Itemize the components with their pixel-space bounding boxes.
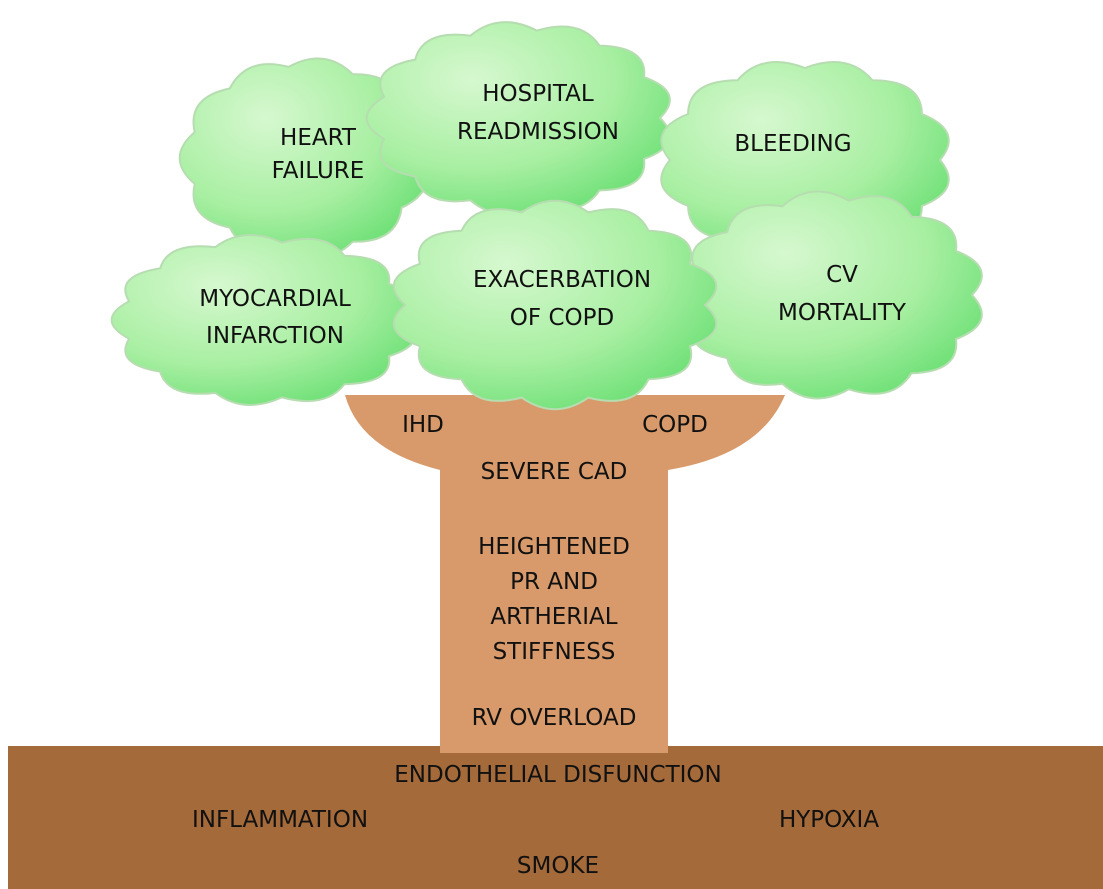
myocardial-infarction-line-1: MYOCARDIAL <box>199 286 351 312</box>
cloud-myocardial-infarction: MYOCARDIAL INFARCTION <box>199 286 351 349</box>
myocardial-infarction-line-2: INFARCTION <box>206 323 344 349</box>
trunk-label-heightened-3: ARTHERIAL <box>490 604 617 630</box>
cloud-bleeding: BLEEDING <box>734 131 851 157</box>
cv-mortality-line-2: MORTALITY <box>778 300 907 326</box>
trunk-label-severe-cad: SEVERE CAD <box>481 459 628 485</box>
hospital-readmission-line-2: READMISSION <box>457 119 619 145</box>
cloud-exacerbation-copd: EXACERBATION OF COPD <box>473 267 651 331</box>
cloud-shape-exacerbation-copd <box>392 199 718 411</box>
branch-label-copd: COPD <box>642 412 708 438</box>
root-label-inflammation: INFLAMMATION <box>192 807 368 833</box>
root-label-endothelial: ENDOTHELIAL DISFUNCTION <box>394 762 721 788</box>
trunk-label-heightened-2: PR AND <box>510 569 598 595</box>
heart-failure-line-1: HEART <box>280 125 357 151</box>
cloud-hospital-readmission: HOSPITAL READMISSION <box>457 81 619 145</box>
exacerbation-copd-line-2: OF COPD <box>510 305 614 331</box>
cloud-shape-myocardial-infarction <box>110 234 416 406</box>
ground-band <box>8 746 1103 889</box>
tree-trunk <box>345 395 785 753</box>
heart-failure-line-2: FAILURE <box>272 158 365 184</box>
bleeding-line-1: BLEEDING <box>734 131 851 157</box>
trunk-label-rv-overload: RV OVERLOAD <box>472 705 637 731</box>
cloud-shape-hospital-readmission <box>365 21 671 215</box>
cloud-heart-failure: HEART FAILURE <box>272 125 365 184</box>
exacerbation-copd-line-1: EXACERBATION <box>473 267 651 293</box>
hospital-readmission-line-1: HOSPITAL <box>482 81 594 107</box>
root-label-hypoxia: HYPOXIA <box>779 807 879 833</box>
trunk-label-heightened-4: STIFFNESS <box>493 639 616 665</box>
root-label-smoke: SMOKE <box>517 853 599 879</box>
trunk-label-heightened-1: HEIGHTENED <box>478 534 630 560</box>
cloud-shape-heart-failure <box>178 57 428 259</box>
cv-mortality-line-1: CV <box>826 262 858 288</box>
cloud-cv-mortality: CV MORTALITY <box>778 262 907 326</box>
foliage <box>110 21 983 411</box>
branch-label-ihd: IHD <box>402 412 444 438</box>
